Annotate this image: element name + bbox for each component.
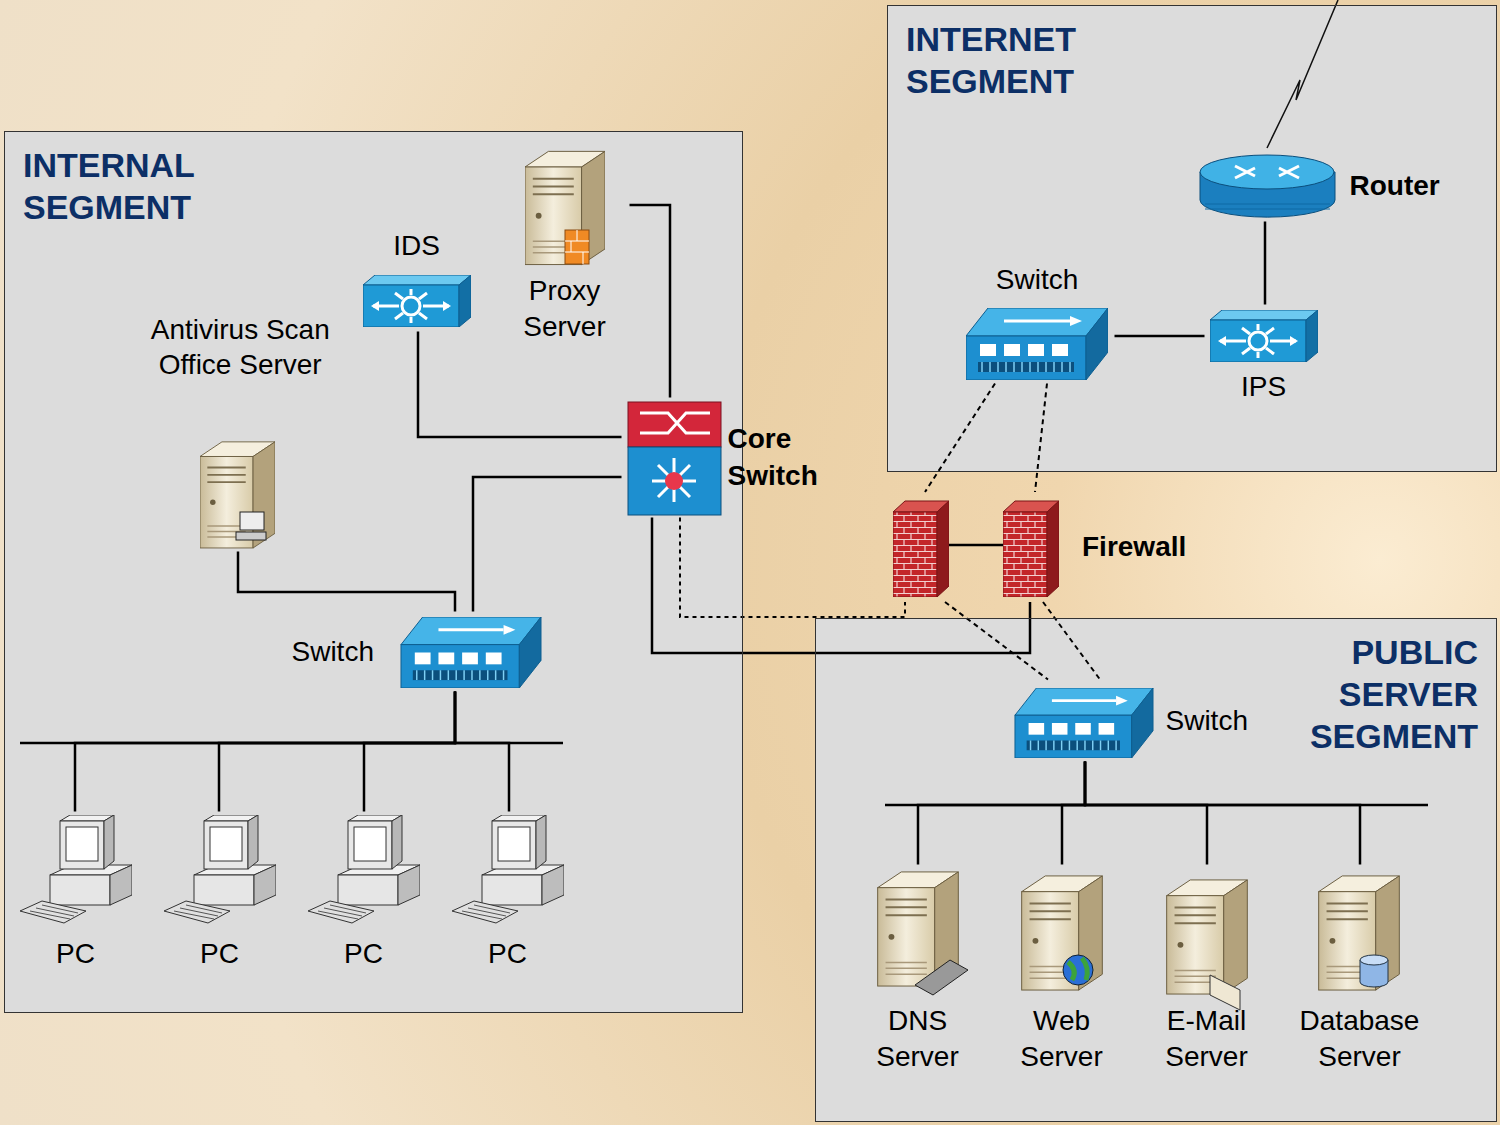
segment-box: INTERNET SEGMENT RouterSwitchIPS (887, 5, 1497, 472)
device-label: PC (56, 936, 95, 972)
dashed-link (945, 602, 1048, 680)
device-label: PC (344, 936, 383, 972)
server-icon: Database Server (1290, 865, 1430, 1075)
dashed-link (925, 384, 995, 493)
segment-heading: PUBLIC SERVER SEGMENT (1268, 631, 1478, 757)
device-label: PC (200, 936, 239, 972)
network-link (1085, 762, 1207, 865)
switch-icon: Switch (960, 262, 1115, 384)
network-link (364, 692, 455, 812)
network-link (238, 552, 455, 612)
ips-icon: IPS (1205, 305, 1323, 405)
core-switch-icon: Core Switch (622, 398, 834, 518)
dashed-link (1035, 384, 1047, 493)
device-label: Switch (292, 634, 374, 670)
pc-icon: PC (304, 812, 424, 972)
device-label: Database Server (1290, 1003, 1430, 1075)
network-link (473, 477, 622, 612)
server-icon: Proxy Server (500, 145, 630, 345)
pc-icon: PC (16, 812, 136, 972)
segment-box: PUBLIC SERVER SEGMENT SwitchDNS ServerWeb… (815, 618, 1497, 1122)
device-label: Switch (996, 262, 1078, 298)
pc-icon: PC (448, 812, 568, 972)
ids-icon: IDS (358, 228, 476, 332)
network-link (1264, 222, 1267, 305)
device-label: PC (488, 936, 527, 972)
device-label: Proxy Server (502, 273, 627, 345)
server-icon: E-Mail Server (1137, 865, 1277, 1075)
segment-heading: INTERNET SEGMENT (906, 18, 1116, 102)
pc-icon: PC (160, 812, 280, 972)
network-link (418, 332, 622, 438)
network-link (918, 762, 1085, 865)
device-label: E-Mail Server (1141, 1003, 1273, 1075)
segment-box: INTERNAL SEGMENT IDS Proxy ServerAntivirus… (4, 131, 743, 1013)
dashed-link (680, 518, 905, 618)
network-link (75, 692, 455, 812)
server-icon: Web Server (992, 865, 1132, 1075)
network-link (1115, 335, 1205, 338)
segment-heading: INTERNAL SEGMENT (23, 144, 233, 228)
device-label: DNS Server (852, 1003, 984, 1075)
network-link (1085, 762, 1360, 865)
device-label: Antivirus Scan Office Server (150, 312, 330, 384)
device-label: Router (1350, 168, 1440, 204)
network-link (219, 692, 455, 812)
network-link (652, 518, 1030, 654)
network-link (630, 205, 671, 398)
server-icon: DNS Server (848, 865, 988, 1075)
network-link (1062, 762, 1085, 865)
firewall-icon: Firewall (888, 492, 1208, 602)
device-label: Firewall (1082, 529, 1186, 565)
device-label: Web Server (996, 1003, 1128, 1075)
device-label: Core Switch (728, 421, 833, 494)
device-label: IDS (393, 228, 440, 264)
device-label: Switch (1166, 703, 1248, 739)
router-icon: Router (1196, 150, 1476, 222)
switch-icon: Switch (288, 612, 546, 692)
dashed-link (1043, 602, 1100, 680)
switch-icon: Switch (1008, 680, 1263, 762)
server-icon: Antivirus Scan Office Server (150, 312, 332, 552)
device-label: IPS (1241, 369, 1286, 405)
network-link (455, 692, 509, 812)
